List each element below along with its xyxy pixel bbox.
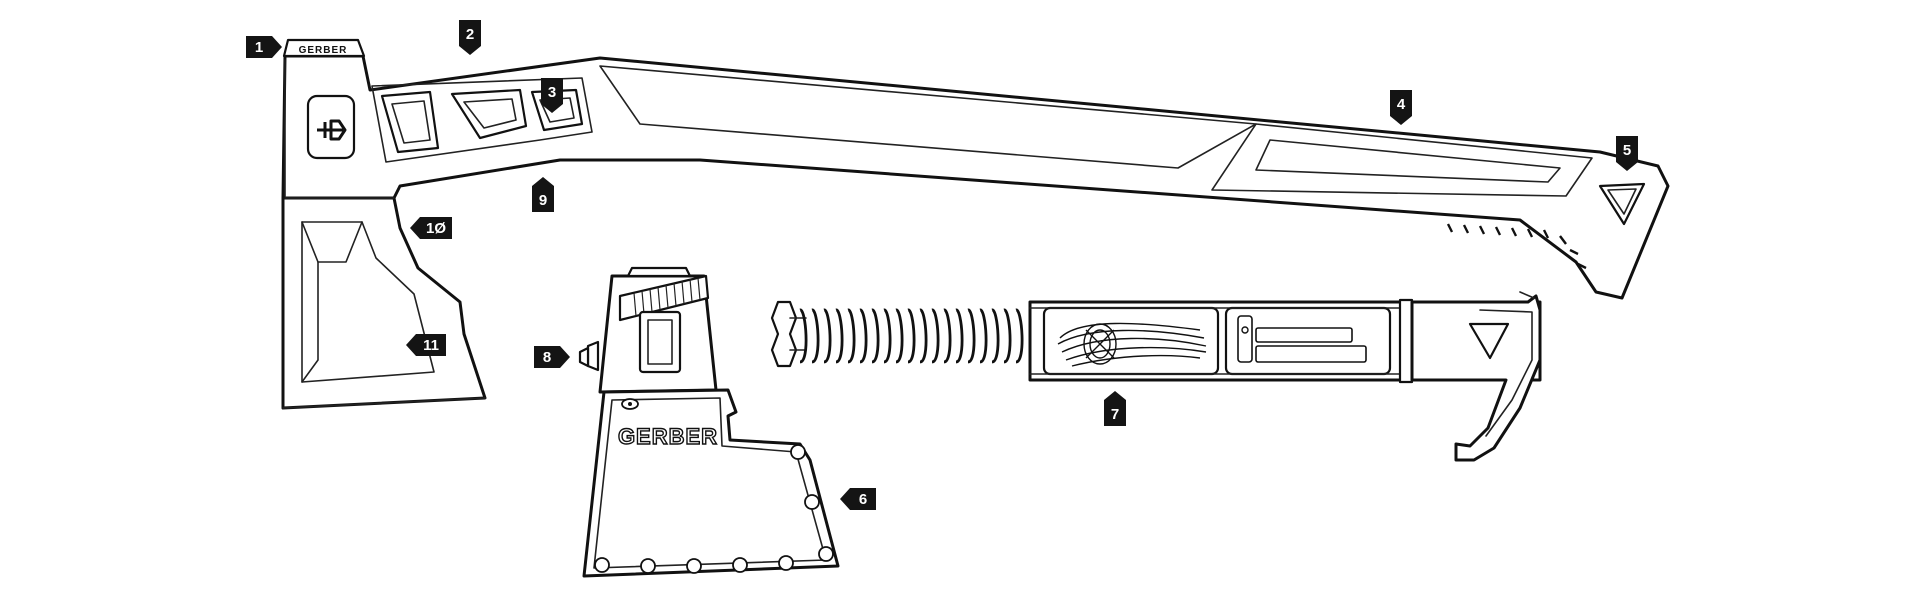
hook-inner-line [1479,309,1533,437]
svg-text:4: 4 [1397,96,1406,113]
sheath-stud-tip [578,346,590,368]
sheath-logo-dot [628,402,632,406]
grip-panel-lower [1211,123,1593,197]
axe-handle [281,54,1670,300]
svg-text:9: 9 [539,192,547,209]
sheath-rivets [594,444,834,574]
callout-4: 4 [1390,90,1412,125]
callout-10: 1Ø [410,217,452,239]
callout-11: 11 [406,334,446,356]
survival-handle-insert [770,291,1542,462]
insert-end-cap [770,300,798,368]
sheath-brand: GERBER [618,424,718,449]
callout-5: 5 [1616,136,1638,171]
handle-window-2-inner [463,98,517,129]
svg-text:8: 8 [543,349,551,366]
sheath-clip-window-inner [647,319,673,365]
svg-text:3: 3 [548,84,556,101]
pommel-teeth [1446,223,1587,270]
sheath-strap [618,274,710,322]
svg-text:6: 6 [859,491,867,508]
gerber-logo-icon [317,119,347,141]
insert-hook [1410,294,1542,462]
svg-text:11: 11 [423,337,439,354]
handle-window-1-inner [391,100,431,144]
sheath-body [582,388,840,578]
hook-tip [1519,291,1535,299]
ferro-rod-icon [1237,315,1367,363]
callout-6: 6 [840,488,876,510]
head-band [282,38,366,58]
callout-1: 1 [246,36,282,58]
sheath-stud [586,340,600,372]
svg-text:5: 5 [1623,142,1631,159]
handle-window-1 [380,90,440,154]
callout-8: 8 [534,346,570,368]
callout-7: 7 [1104,391,1126,426]
paracord-compartment [1042,306,1220,376]
lanyard-hole-inner [1607,188,1637,215]
callout-2: 2 [459,20,481,55]
paracord-bundle-icon [1057,322,1207,367]
grip-panel-upper [599,65,1257,169]
callout-3: 3 [541,78,563,113]
blade-sheath: GERBER [578,266,840,578]
grip-panel-inset [1255,139,1561,183]
blade-bevel-top-facet [317,221,363,263]
spring-coil [798,308,1024,364]
strap-ridges [633,277,701,317]
blade-edge [282,397,486,409]
sheath-clip-top [626,266,692,278]
svg-text:2: 2 [466,26,474,43]
svg-text:1: 1 [255,39,263,56]
head-band-brand: GERBER [299,45,348,56]
sheath-clip-window [638,310,682,374]
svg-text:1Ø: 1Ø [426,220,446,237]
svg-text:7: 7 [1111,406,1119,423]
insert-collar [1398,298,1414,384]
blade-bevel-left-facet [301,221,319,383]
callout-9: 9 [532,177,554,212]
insert-triangle-hole-icon [1468,322,1510,360]
